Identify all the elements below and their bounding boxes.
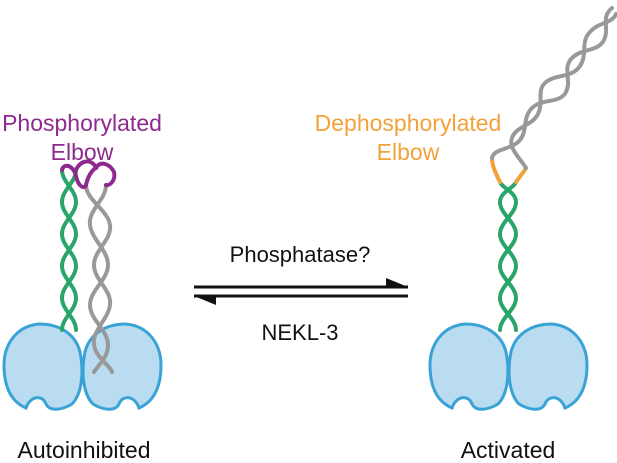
activated-state: Dephosphorylated Elbow Activated: [315, 6, 617, 463]
forward-arrow-head: [386, 278, 408, 287]
activated-label: Activated: [461, 437, 556, 463]
right-gray-helix: [490, 6, 617, 170]
left-green-helix: [59, 168, 79, 332]
right-motor-head-right: [507, 322, 589, 411]
right-motor-head-left: [428, 322, 510, 411]
reverse-reaction-label: NEKL-3: [261, 320, 338, 345]
right-elbow-label-line2: Elbow: [377, 139, 440, 165]
forward-reaction-label: Phosphatase?: [230, 242, 371, 267]
autoinhibited-state: Phosphorylated Elbow Autoinhibited: [2, 110, 163, 463]
left-phospho-elbow: [60, 159, 117, 190]
left-elbow-label-line1: Phosphorylated: [2, 110, 162, 136]
left-motor-head-right: [81, 322, 163, 411]
left-gray-helix: [84, 183, 114, 374]
left-motor-head-left: [2, 322, 84, 411]
right-green-helix: [497, 180, 519, 332]
reverse-arrow-head: [194, 296, 216, 305]
right-elbow-label-line1: Dephosphorylated: [315, 110, 502, 136]
autoinhibited-label: Autoinhibited: [18, 437, 151, 463]
equilibrium-arrows: Phosphatase? NEKL-3: [194, 242, 408, 345]
